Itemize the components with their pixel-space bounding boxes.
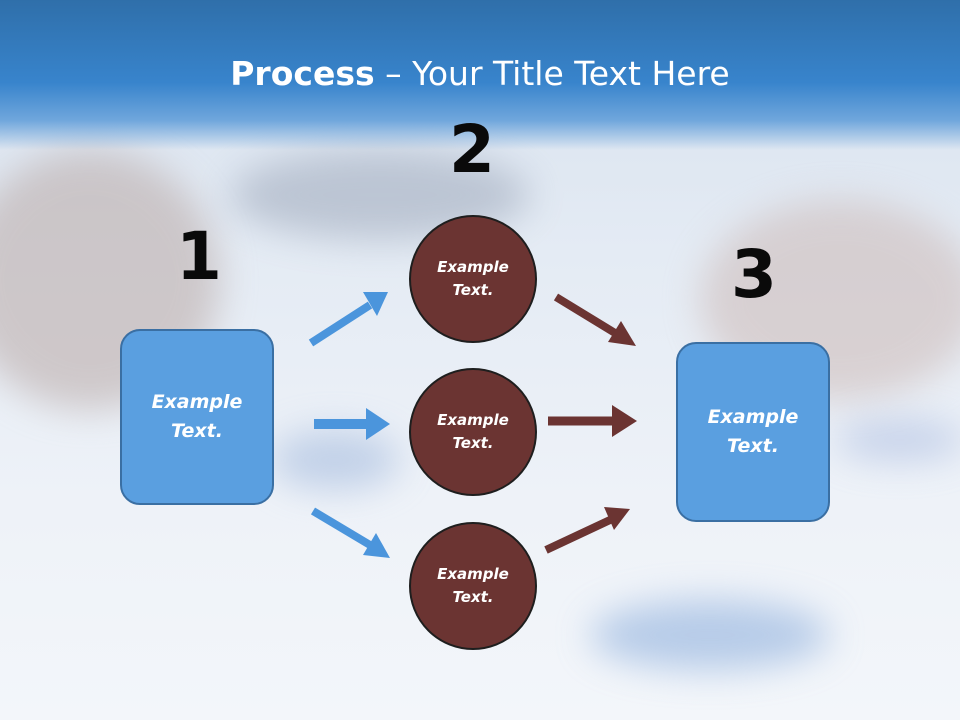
blue-arrow-down [310, 507, 390, 558]
step-3-text-line1: Example [707, 406, 799, 428]
step-2-circle-bottom: Example Text. [409, 522, 537, 650]
step-1-box: Example Text. [120, 329, 274, 505]
circle-bottom-text-line1: Example [437, 565, 509, 583]
circle-mid-text-line2: Text. [452, 434, 494, 452]
title-rest: – Your Title Text Here [374, 54, 730, 93]
step-3-text-line2: Text. [727, 435, 779, 457]
circle-top-text-line1: Example [437, 258, 509, 276]
step-number-3: 3 [731, 236, 777, 313]
blue-arrow-up [308, 292, 388, 347]
step-2-circle-top: Example Text. [409, 215, 537, 343]
circle-bottom-text-line2: Text. [452, 588, 494, 606]
circle-top-text-line2: Text. [452, 281, 494, 299]
dark-arrow-down [553, 293, 636, 346]
circle-mid-text-line1: Example [437, 411, 509, 429]
step-number-2: 2 [449, 111, 495, 188]
background-chart-ellipse-2 [270, 430, 400, 490]
dark-arrow-mid [548, 405, 637, 437]
step-2-circle-middle: Example Text. [409, 368, 537, 496]
step-1-text-line2: Text. [171, 420, 223, 442]
dark-arrow-up [544, 507, 630, 554]
title-band [0, 0, 960, 150]
blue-arrow-mid [314, 408, 390, 440]
background-chart-ellipse [590, 600, 830, 670]
step-1-text-line1: Example [151, 391, 243, 413]
background-bars [835, 420, 960, 460]
step-number-1: 1 [176, 218, 222, 295]
step-3-box: Example Text. [676, 342, 830, 522]
page-title: Process – Your Title Text Here [0, 52, 960, 96]
title-bold: Process [230, 54, 375, 93]
